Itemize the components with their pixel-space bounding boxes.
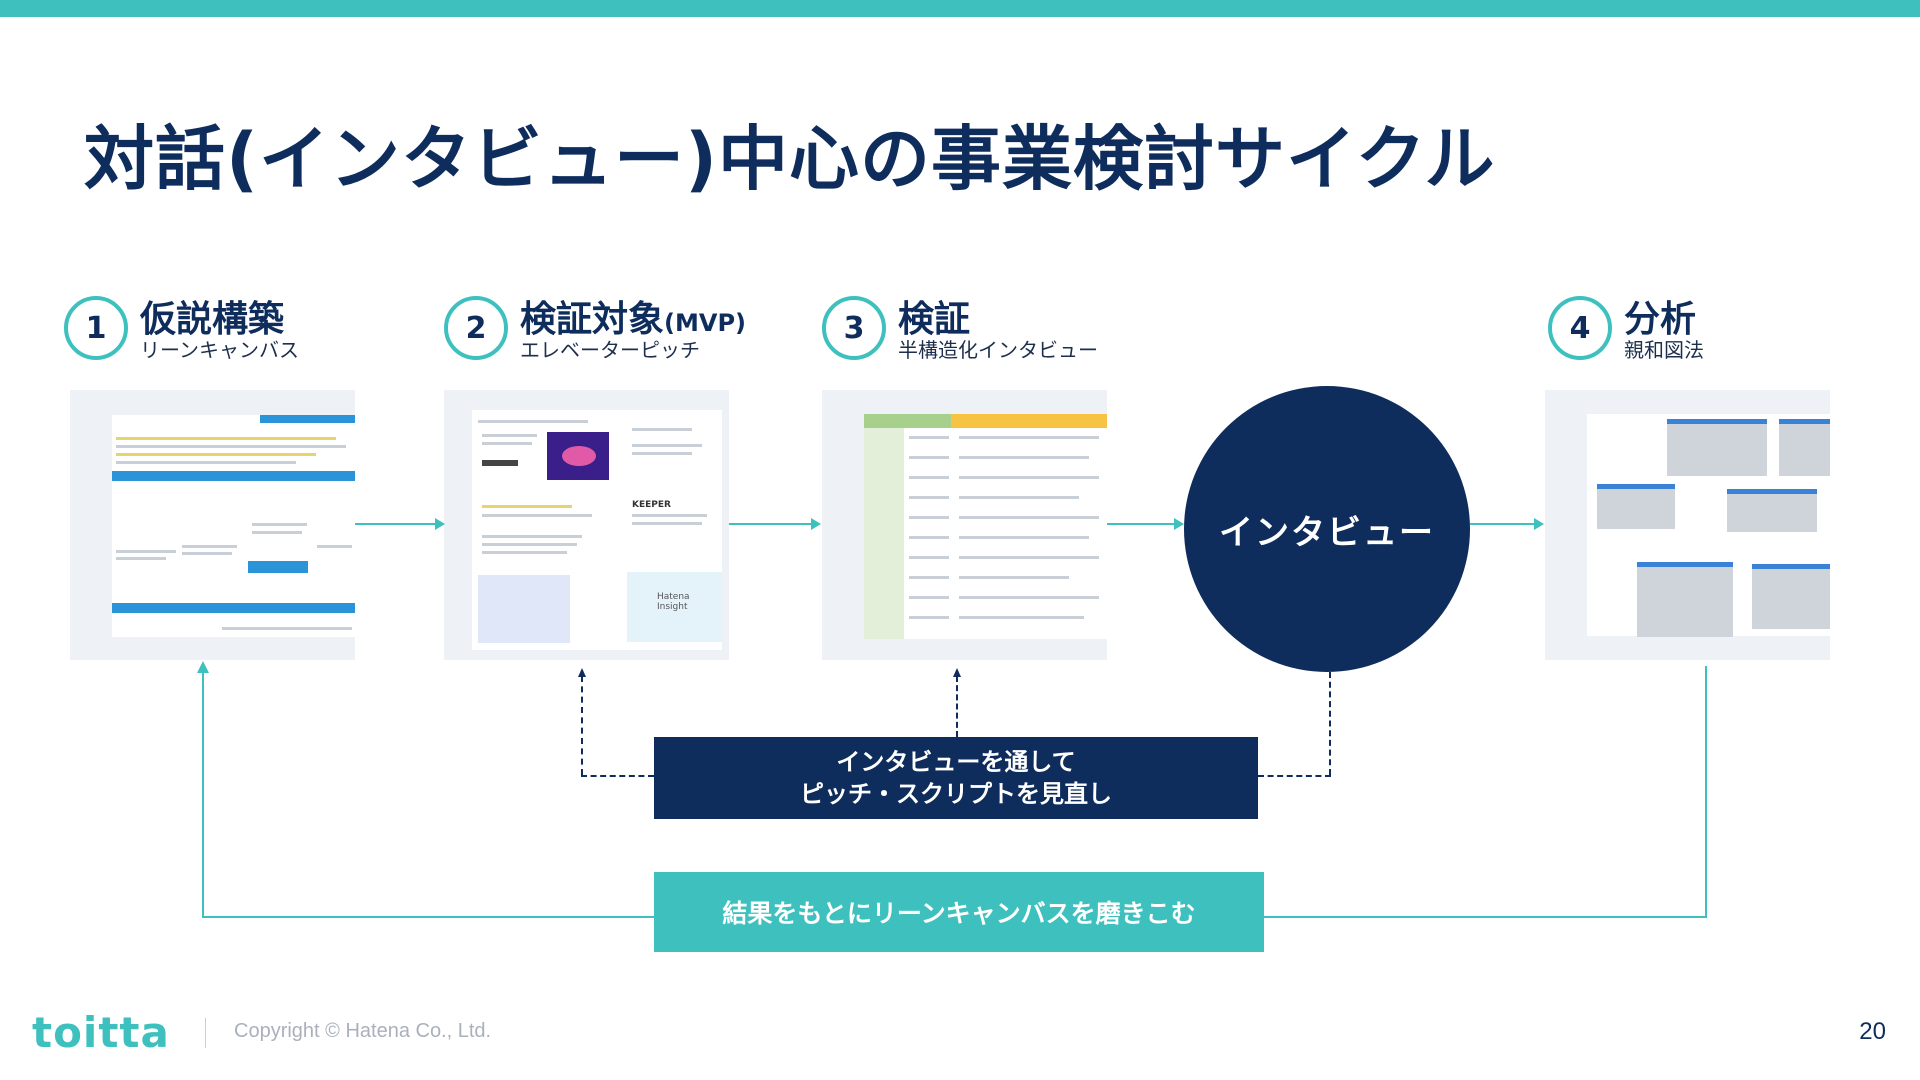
step-number-badge: 1 <box>64 296 128 360</box>
step-subtitle: エレベーターピッチ <box>520 334 700 363</box>
toitta-logo: toitta <box>32 1008 170 1057</box>
step-4-header: 4 分析 親和図法 <box>1548 290 1788 370</box>
page-number: 20 <box>1859 1018 1886 1046</box>
flow-arrow-3-interview <box>1107 523 1182 525</box>
step-1-header: 1 仮説構築 リーンキャンバス <box>64 290 364 370</box>
loop-arrowhead-canvas <box>197 661 209 673</box>
loop-line-left <box>202 916 654 918</box>
page-title: 対話(インタビュー)中心の事業検討サイクル <box>84 103 1495 204</box>
keeper-label: KEEPER <box>632 500 671 510</box>
top-accent-bar <box>0 0 1920 17</box>
script-sheet <box>864 414 1107 639</box>
interview-circle: インタビュー <box>1184 386 1470 672</box>
lean-canvas-sheet <box>112 415 355 637</box>
dashed-arrowhead-mvp <box>578 668 586 677</box>
interview-script-thumbnail <box>822 390 1107 660</box>
script-review-line-1: インタビューを通して <box>654 746 1258 778</box>
step-subtitle: 親和図法 <box>1624 334 1704 363</box>
loop-line-to-canvas <box>202 670 204 918</box>
dashed-line-to-mvp <box>581 676 583 775</box>
step-subtitle: リーンキャンバス <box>140 334 299 363</box>
refine-canvas-box: 結果をもとにリーンキャンバスを磨きこむ <box>654 872 1264 952</box>
step-number-badge: 4 <box>1548 296 1612 360</box>
dashed-line-right <box>1258 775 1331 777</box>
loop-line-right <box>1264 916 1707 918</box>
affinity-diagram-thumbnail <box>1545 390 1830 660</box>
script-review-box: インタビューを通して ピッチ・スクリプトを見直し <box>654 737 1258 819</box>
flow-arrow-interview-4 <box>1470 523 1542 525</box>
product-image <box>547 432 609 480</box>
screenshot-preview <box>478 575 570 643</box>
dashed-line-from-interview <box>1329 672 1331 775</box>
dashed-line-left <box>581 775 654 777</box>
step-3-header: 3 検証 半構造化インタビュー <box>822 290 1142 370</box>
dashed-arrowhead-script <box>953 668 961 677</box>
dashed-line-to-script <box>956 676 958 737</box>
step-2-header: 2 検証対象(MVP) エレベーターピッチ <box>444 290 784 370</box>
script-review-line-2: ピッチ・スクリプトを見直し <box>654 778 1258 810</box>
copyright-text: Copyright © Hatena Co., Ltd. <box>234 1020 491 1043</box>
step-subtitle: 半構造化インタビュー <box>898 334 1098 363</box>
step-number-badge: 3 <box>822 296 886 360</box>
pitch-sheet: KEEPER Hatena Insight <box>472 410 722 650</box>
elevator-pitch-thumbnail: KEEPER Hatena Insight <box>444 390 729 660</box>
affinity-board <box>1587 414 1830 636</box>
flow-arrow-2-3 <box>729 523 819 525</box>
flow-arrow-1-2 <box>355 523 443 525</box>
lean-canvas-thumbnail <box>70 390 355 660</box>
insight-preview: Hatena Insight <box>627 572 722 642</box>
footer-divider <box>205 1018 206 1048</box>
step-number-badge: 2 <box>444 296 508 360</box>
loop-line-from-analysis <box>1705 666 1707 918</box>
